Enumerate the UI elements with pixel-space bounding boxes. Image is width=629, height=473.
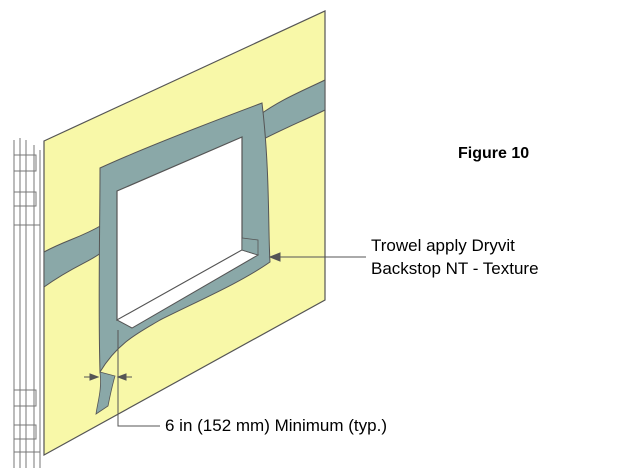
callout-trowel-line2: Backstop NT - Texture (371, 259, 539, 278)
dimension-marker (84, 330, 160, 427)
callout-leader (268, 252, 366, 262)
coating-drip (95, 371, 116, 415)
stud-framing (13, 138, 41, 468)
sill-return-coating (241, 237, 259, 256)
callout-trowel-line1: Trowel apply Dryvit (371, 236, 515, 255)
figure-title: Figure 10 (458, 145, 530, 162)
dimension-label: 6 in (152 mm) Minimum (typ.) (165, 416, 387, 435)
